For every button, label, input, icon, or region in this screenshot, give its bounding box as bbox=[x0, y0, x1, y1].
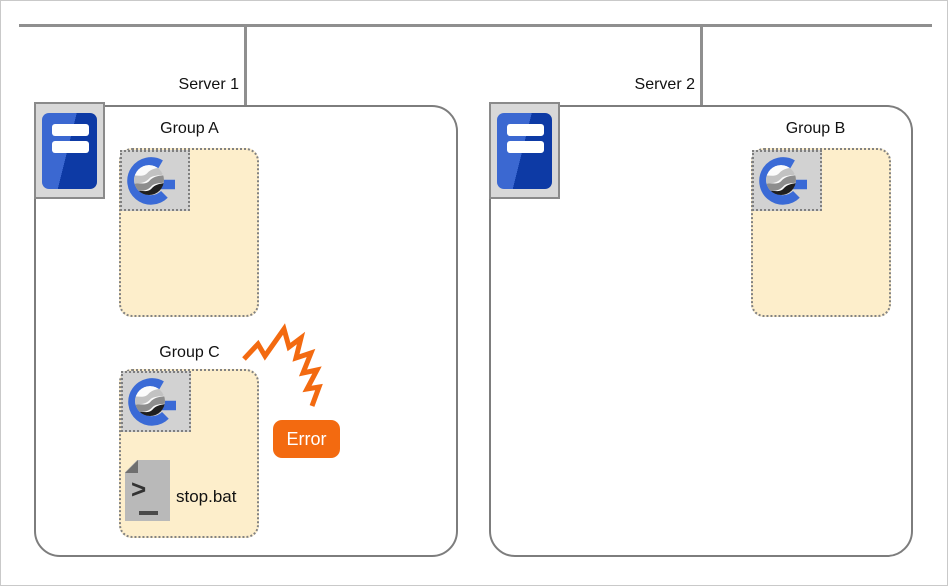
g-globe-logo-icon bbox=[127, 156, 175, 205]
g-globe-logo-icon bbox=[759, 156, 807, 205]
server-slot-bar bbox=[507, 141, 544, 153]
server-slot-bar bbox=[507, 124, 544, 136]
terminal-cursor-bar bbox=[139, 511, 158, 515]
server-chassis bbox=[42, 113, 97, 189]
server-slot-bar bbox=[52, 141, 89, 153]
server-slot-bar bbox=[52, 124, 89, 136]
script-file-label: stop.bat bbox=[176, 487, 237, 506]
server2-label: Server 2 bbox=[634, 76, 695, 93]
group-c-label: Group C bbox=[159, 344, 220, 361]
network-bus-line bbox=[19, 24, 932, 27]
group-b-logo-tile bbox=[752, 150, 822, 211]
server1-label: Server 1 bbox=[178, 76, 239, 93]
terminal-prompt-glyph: > bbox=[131, 474, 147, 504]
g-globe-logo-icon bbox=[128, 377, 176, 426]
group-b-label: Group B bbox=[785, 120, 846, 137]
group-a-label: Group A bbox=[160, 120, 219, 137]
batch-file-icon: > bbox=[125, 460, 170, 521]
group-a-logo-tile bbox=[120, 150, 190, 211]
server-icon bbox=[34, 102, 105, 199]
error-spark-icon bbox=[242, 323, 323, 407]
server2-connector-line bbox=[700, 24, 703, 106]
server-chassis bbox=[497, 113, 552, 189]
group-c-logo-tile bbox=[121, 371, 191, 432]
server-icon bbox=[489, 102, 560, 199]
error-badge: Error bbox=[273, 420, 340, 458]
server1-connector-line bbox=[244, 24, 247, 106]
